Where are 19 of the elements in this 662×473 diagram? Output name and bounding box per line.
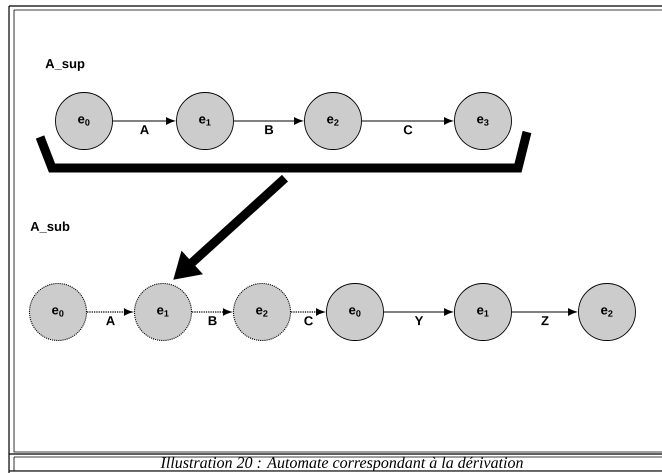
arrow — [112, 117, 175, 125]
automaton-name: A_sub — [30, 221, 70, 232]
arrow — [384, 308, 453, 316]
arrow — [87, 308, 132, 316]
edge-label: A — [106, 316, 115, 326]
edge-label: Y — [414, 316, 424, 326]
edge-label: A — [140, 125, 149, 134]
edge-label: Z — [541, 316, 549, 326]
edge-label: B — [265, 125, 274, 134]
automaton-name: A_sup — [46, 59, 84, 71]
caption: Illustration 20 : Automate correspondant à la dérivation — [160, 456, 523, 472]
edge-label: C — [304, 316, 313, 326]
arrow — [291, 308, 324, 316]
edge-label: C — [404, 125, 412, 134]
arrow — [192, 308, 232, 316]
arrow — [512, 308, 577, 316]
edge-label: B — [208, 316, 217, 326]
arrow — [362, 117, 453, 125]
arrow — [234, 117, 303, 125]
